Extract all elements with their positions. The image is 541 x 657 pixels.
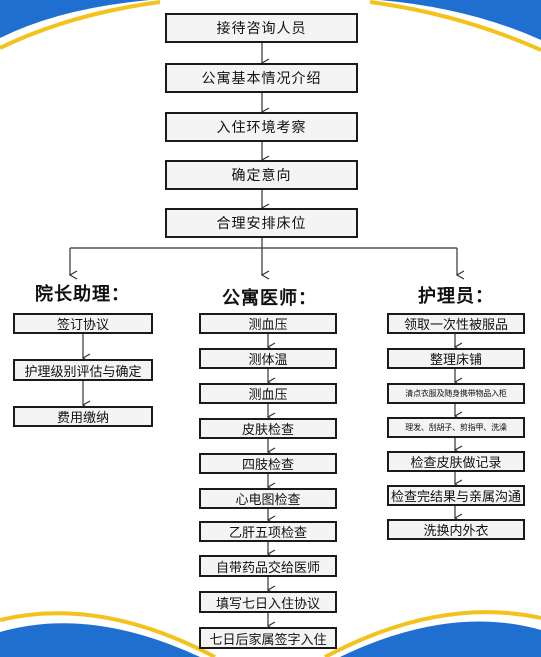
heading-caregiver: 护理员： bbox=[418, 286, 494, 307]
mid-step-family-signature: 七日后家属签字入住 bbox=[199, 627, 337, 649]
right-step-make-bed: 整理床铺 bbox=[387, 348, 525, 369]
step-reception: 接待咨询人员 bbox=[165, 13, 358, 43]
step-environment-visit: 入住环境考察 bbox=[165, 112, 358, 142]
heading-apartment-physician: 公寓医师： bbox=[222, 288, 317, 309]
mid-step-skin-check: 皮肤检查 bbox=[199, 418, 337, 439]
right-step-family-communication: 检查完结果与亲属沟通 bbox=[387, 485, 525, 506]
mid-step-medication-handover: 自带药品交给医师 bbox=[199, 555, 337, 577]
mid-step-blood-pressure: 测血压 bbox=[199, 313, 337, 334]
right-step-skin-record: 检查皮肤做记录 bbox=[387, 451, 525, 472]
right-step-belongings: 清点衣服及随身携带物品入柜 bbox=[387, 383, 525, 404]
step-confirm-intent: 确定意向 bbox=[165, 160, 358, 190]
step-bed-arrangement: 合理安排床位 bbox=[165, 208, 358, 238]
mid-step-hepatitis-b: 乙肝五项检查 bbox=[199, 521, 337, 542]
left-step-care-level: 护理级别评估与确定 bbox=[13, 359, 153, 381]
mid-step-limb-check: 四肢检查 bbox=[199, 453, 337, 474]
mid-step-blood-pressure-2: 测血压 bbox=[199, 383, 337, 404]
mid-step-temperature: 测体温 bbox=[199, 348, 337, 369]
right-step-change-clothes: 洗换内外衣 bbox=[387, 519, 525, 540]
left-step-fee-payment: 费用缴纳 bbox=[13, 406, 153, 427]
step-apartment-intro: 公寓基本情况介绍 bbox=[165, 63, 358, 93]
right-step-bedding: 领取一次性被服品 bbox=[387, 313, 525, 334]
heading-dean-assistant: 院长助理： bbox=[35, 284, 130, 305]
mid-step-seven-day-agreement: 填写七日入住协议 bbox=[199, 591, 337, 613]
mid-step-ecg: 心电图检查 bbox=[199, 488, 337, 509]
right-step-grooming: 理发、刮胡子、剪指甲、洗澡 bbox=[387, 417, 525, 438]
left-step-sign-agreement: 签订协议 bbox=[13, 313, 153, 334]
